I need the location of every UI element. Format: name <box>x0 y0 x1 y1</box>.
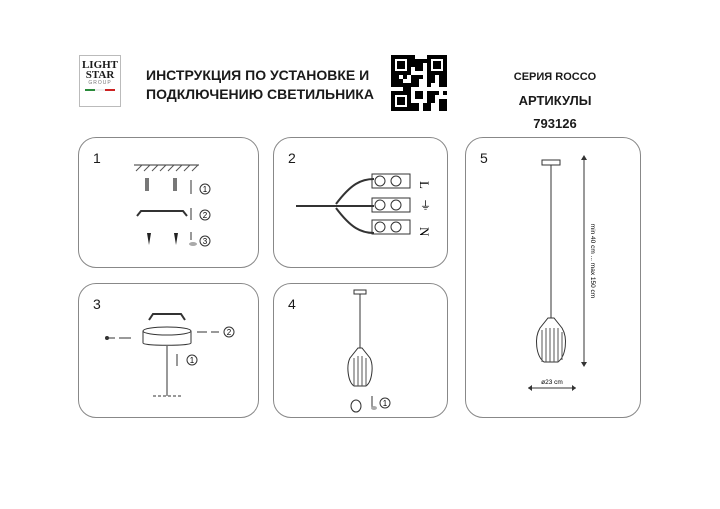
step-callout: 3 <box>203 237 208 246</box>
neutral-terminal-label: N <box>417 227 432 237</box>
step-panel-1: 1 1 2 3 <box>78 137 259 268</box>
live-terminal-label: L <box>417 181 432 189</box>
lightstar-logo: LIGHT STAR GROUP <box>79 55 121 107</box>
qr-code <box>391 55 447 111</box>
document-title: ИНСТРУКЦИЯ ПО УСТАНОВКЕ И ПОДКЛЮЧЕНИЮ СВ… <box>146 66 374 104</box>
step-number: 5 <box>480 150 488 166</box>
step-callout: 1 <box>190 356 195 365</box>
dimensions-illustration: min 40 cm ... max 150 cm ø23 cm <box>528 155 596 391</box>
step-callout: 1 <box>383 399 388 408</box>
step-panel-3: 3 2 1 <box>78 283 259 418</box>
italian-flag-stripe <box>85 89 115 91</box>
logo-text: STAR <box>85 69 115 81</box>
logo-text: LIGHT <box>81 59 119 71</box>
step-number: 4 <box>288 296 296 312</box>
height-range-label: min 40 cm ... max 150 cm <box>589 224 596 298</box>
step-panel-2: 2 L ⏚ N <box>273 137 448 268</box>
step-callout: 2 <box>203 211 208 220</box>
article-number: АРТИКУЛЫ 793126 <box>518 93 592 131</box>
canopy-mounting-illustration: 2 1 <box>105 313 235 397</box>
logo-text: GROUP <box>88 80 112 86</box>
bulb-install-illustration: 1 <box>347 289 391 413</box>
step-number: 1 <box>93 150 101 166</box>
step-panel-4: 4 1 <box>273 283 448 418</box>
step-number: 2 <box>288 150 296 166</box>
series-label: СЕРИЯ ROCCO <box>513 71 597 83</box>
step-callout: 1 <box>203 185 208 194</box>
step-panel-5: 5 min 40 cm ... max 150 cm ø23 cm <box>465 137 641 418</box>
title-line: ИНСТРУКЦИЯ ПО УСТАНОВКЕ И <box>146 67 370 83</box>
earth-terminal-label: ⏚ <box>420 199 431 212</box>
step-callout: 2 <box>227 328 232 337</box>
product-info: СЕРИЯ ROCCO АРТИКУЛЫ 793126 <box>500 66 610 135</box>
ceiling-fixings-illustration: 1 2 3 <box>134 164 211 247</box>
step-number: 3 <box>93 296 101 312</box>
diameter-label: ø23 cm <box>541 379 563 386</box>
title-line: ПОДКЛЮЧЕНИЮ СВЕТИЛЬНИКА <box>146 86 374 102</box>
wiring-terminal-illustration: L ⏚ N <box>296 173 432 237</box>
